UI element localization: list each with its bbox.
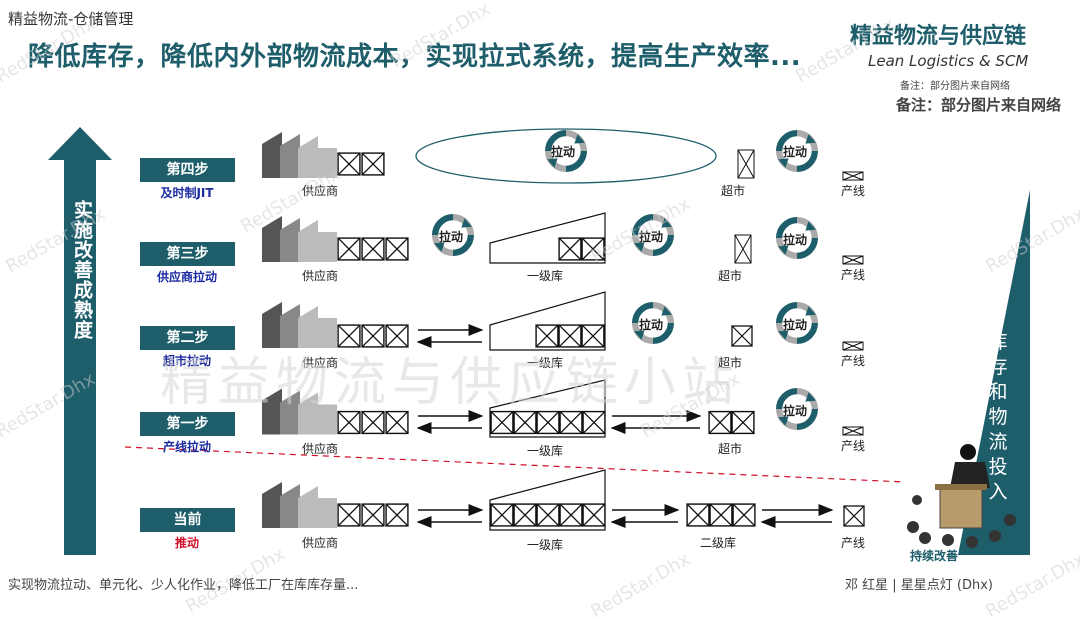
step-sub: 产线拉动 bbox=[127, 438, 247, 455]
step-label: 第四步 bbox=[140, 158, 235, 182]
pull-label: 拉动 bbox=[783, 316, 807, 333]
warehouse1-label: 一级库 bbox=[527, 267, 563, 284]
pull-label: 拉动 bbox=[783, 402, 807, 419]
warehouse1-label: 一级库 bbox=[527, 442, 563, 459]
watermark-big: 精益物流与供应链小站 bbox=[160, 340, 740, 415]
step-label: 第三步 bbox=[140, 242, 235, 266]
investment-label: 库存和物流投入 bbox=[985, 330, 1011, 505]
footer-note: 实现物流拉动、单元化、少人化作业，降低工厂在库库存量... bbox=[8, 574, 358, 593]
supermarket-label: 超市 bbox=[718, 267, 742, 284]
row-current bbox=[262, 470, 864, 530]
maturity-arrow bbox=[48, 127, 112, 555]
step-label: 第一步 bbox=[140, 412, 235, 436]
step-sub: 供应商拉动 bbox=[127, 268, 247, 285]
supermarket-label: 超市 bbox=[721, 182, 745, 199]
line-label: 产线 bbox=[841, 437, 865, 454]
line-label: 产线 bbox=[841, 182, 865, 199]
pull-label: 拉动 bbox=[783, 231, 807, 248]
pull-label: 拉动 bbox=[639, 316, 663, 333]
line-label: 产线 bbox=[841, 534, 865, 551]
row-step3 bbox=[262, 213, 863, 264]
warehouse2-label: 二级库 bbox=[700, 534, 736, 551]
pull-label: 拉动 bbox=[783, 143, 807, 160]
supplier-label: 供应商 bbox=[302, 267, 338, 284]
warehouse1-label: 一级库 bbox=[527, 536, 563, 553]
step-sub: 及时制JIT bbox=[127, 184, 247, 201]
pull-label: 拉动 bbox=[439, 228, 463, 245]
line-label: 产线 bbox=[841, 352, 865, 369]
pull-label: 拉动 bbox=[551, 143, 575, 160]
supermarket-label: 超市 bbox=[718, 440, 742, 457]
improve-label: 持续改善 bbox=[910, 547, 958, 564]
line-label: 产线 bbox=[841, 266, 865, 283]
step-label: 当前 bbox=[140, 508, 235, 532]
step-sub: 推动 bbox=[127, 534, 247, 551]
supplier-label: 供应商 bbox=[302, 534, 338, 551]
footer-author: 邓 红星 | 星星点灯 (Dhx) bbox=[845, 574, 993, 593]
supplier-label: 供应商 bbox=[302, 440, 338, 457]
